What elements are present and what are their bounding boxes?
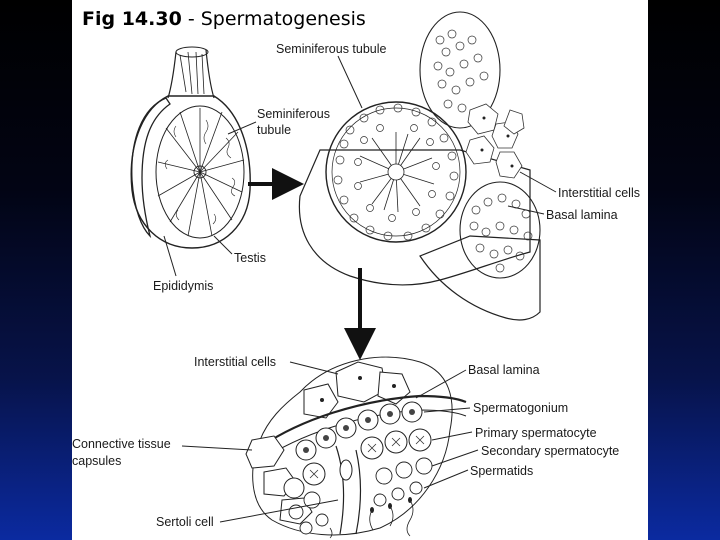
label-connective-tissue-line2: capsules: [72, 454, 121, 468]
label-primary-spermatocyte: Primary spermatocyte: [475, 426, 597, 440]
label-basal-lamina-bottom: Basal lamina: [468, 363, 540, 377]
label-sertoli-cell: Sertoli cell: [156, 515, 214, 529]
title-separator: -: [181, 8, 201, 30]
tubule-block-drawing: [298, 11, 541, 321]
label-interstitial-cells-right: Interstitial cells: [558, 186, 640, 200]
label-connective-tissue-line1: Connective tissue: [72, 437, 171, 451]
label-basal-lamina-right: Basal lamina: [546, 208, 618, 222]
figure-topic: Spermatogenesis: [200, 8, 366, 30]
figure-number: Fig 14.30: [82, 8, 182, 30]
slide-title: Fig 14.30 - Spermatogenesis: [82, 8, 366, 30]
testis-drawing: [130, 46, 251, 249]
label-spermatogonium: Spermatogonium: [473, 401, 568, 415]
label-interstitial-cells-bottom: Interstitial cells: [194, 355, 276, 369]
label-secondary-spermatocyte: Secondary spermatocyte: [481, 444, 619, 458]
label-spermatids: Spermatids: [470, 464, 533, 478]
diagram-labels: Seminiferous tubule Seminiferous tubule …: [72, 42, 640, 529]
tubule-wall-drawing: [245, 356, 467, 539]
label-epididymis: Epididymis: [153, 279, 213, 293]
label-seminiferous-side-line2: tubule: [257, 123, 291, 137]
label-seminiferous-tubule-top: Seminiferous tubule: [276, 42, 387, 56]
leader-lines: [163, 55, 557, 523]
label-seminiferous-side-line1: Seminiferous: [257, 107, 330, 121]
label-testis: Testis: [234, 251, 266, 265]
